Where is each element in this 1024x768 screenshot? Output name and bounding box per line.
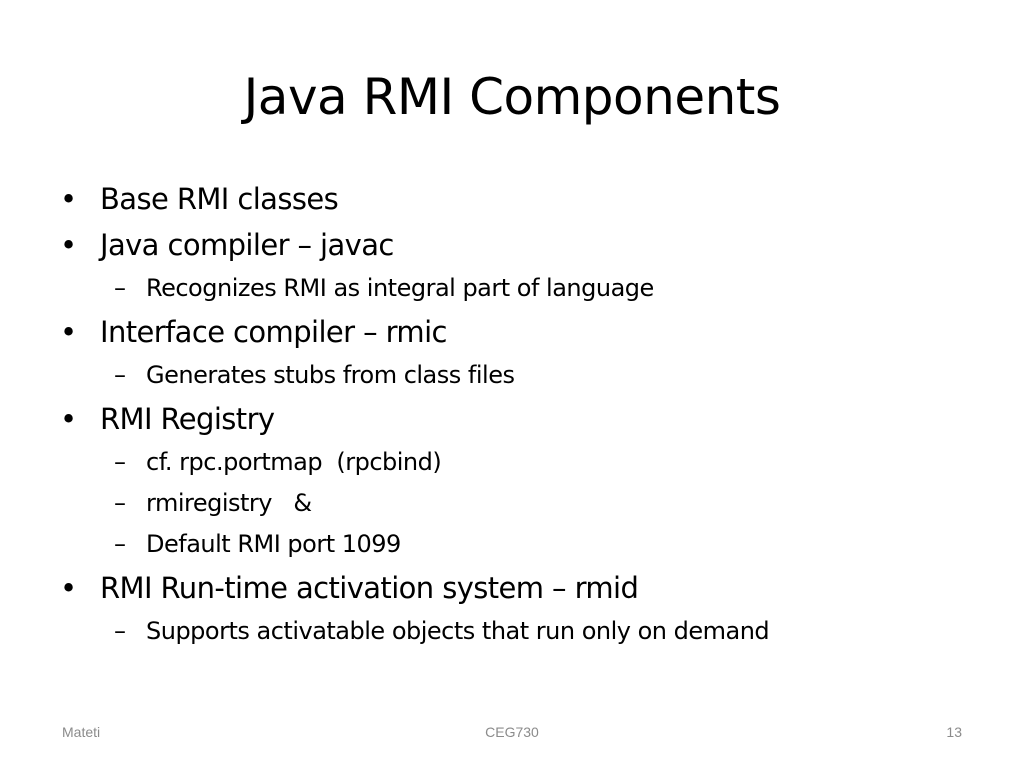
sub-bullet-item: –Supports activatable objects that run o… [60, 611, 980, 652]
bullet-text: RMI Run-time activation system – rmid [100, 571, 639, 605]
sub-bullet-item: –Default RMI port 1099 [60, 524, 980, 565]
bullet-text: rmiregistry & [146, 489, 312, 517]
sub-bullet-item: –Recognizes RMI as integral part of lang… [60, 268, 980, 309]
dash-marker: – [114, 274, 126, 302]
dash-marker: – [114, 530, 126, 558]
dash-marker: – [114, 361, 126, 389]
bullet-marker: • [60, 182, 77, 216]
bullet-marker: • [60, 228, 77, 262]
bullet-text: Java compiler – javac [100, 228, 394, 262]
bullet-text: Base RMI classes [100, 182, 339, 216]
bullet-item: • RMI Run-time activation system – rmid [60, 565, 980, 611]
sub-bullet-item: –Generates stubs from class files [60, 355, 980, 396]
bullet-text: Interface compiler – rmic [100, 315, 447, 349]
slide-title: Java RMI Components [243, 68, 781, 126]
sub-bullet-item: –rmiregistry & [60, 483, 980, 524]
footer-author: Mateti [62, 724, 101, 740]
bullet-text: Generates stubs from class files [146, 361, 515, 389]
bullet-item: • Base RMI classes [60, 176, 980, 222]
bullet-text: Supports activatable objects that run on… [146, 617, 770, 645]
bullet-item: • Java compiler – javac [60, 222, 980, 268]
bullet-marker: • [60, 315, 77, 349]
bullet-list: • Base RMI classes • Java compiler – javac… [60, 176, 980, 652]
bullet-text: cf. rpc.portmap (rpcbind) [146, 448, 442, 476]
bullet-text: RMI Registry [100, 402, 275, 436]
dash-marker: – [114, 489, 126, 517]
footer-page-number: 13 [946, 724, 962, 740]
bullet-text: Default RMI port 1099 [146, 530, 401, 558]
sub-bullet-item: –cf. rpc.portmap (rpcbind) [60, 442, 980, 483]
bullet-text: Recognizes RMI as integral part of langu… [146, 274, 654, 302]
bullet-marker: • [60, 571, 77, 605]
bullet-item: • Interface compiler – rmic [60, 309, 980, 355]
footer-course: CEG730 [485, 724, 539, 740]
dash-marker: – [114, 448, 126, 476]
dash-marker: – [114, 617, 126, 645]
bullet-item: • RMI Registry [60, 396, 980, 442]
bullet-marker: • [60, 402, 77, 436]
